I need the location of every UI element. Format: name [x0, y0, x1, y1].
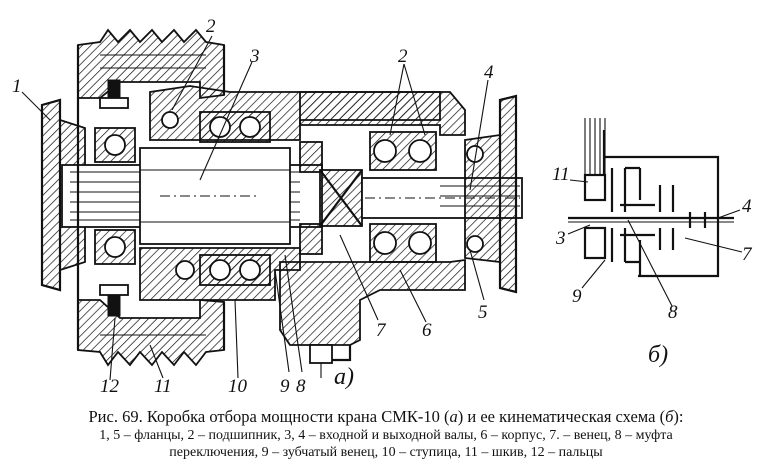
label-gear-rim: 9 [280, 376, 290, 397]
caption-legend-line-2: переключения, 9 – зубчатый венец, 10 – с… [169, 445, 603, 460]
label-b-gear-rim: 9 [572, 286, 582, 307]
label-b-coupling: 8 [668, 302, 678, 323]
coupling [299, 141, 363, 255]
caption-title: Рис. 69. Коробка отбора мощности крана С… [88, 407, 684, 426]
label-output-shaft: 4 [484, 62, 494, 83]
label-bearing-top-left: 2 [206, 16, 216, 37]
caption-legend-line-1: 1, 5 – фланцы, 2 – подшипник, 3, 4 – вхо… [99, 428, 673, 443]
gearbox-drawing: 1 2 3 2 4 5 6 7 8 9 10 11 12 а) [12, 16, 753, 397]
view-letter-a: а) [334, 364, 354, 390]
leader-lines-a [21, 35, 489, 381]
label-crown: 7 [376, 320, 387, 341]
pulley-bottom [77, 299, 225, 367]
sectional-view-a: 1 2 3 2 4 5 6 7 8 9 10 11 12 а) [12, 16, 523, 397]
label-pulley: 11 [154, 376, 172, 397]
label-bearing-top-right: 2 [398, 46, 408, 67]
label-b-input-shaft: 3 [555, 228, 566, 249]
label-b-output-shaft: 4 [742, 196, 752, 217]
label-coupling: 8 [296, 376, 306, 397]
label-pins: 12 [100, 376, 120, 397]
figure-caption: Рис. 69. Коробка отбора мощности крана С… [0, 406, 772, 461]
label-b-pulley: 11 [552, 164, 570, 185]
label-flange-left: 1 [12, 76, 22, 97]
flange-right [464, 94, 518, 294]
label-hub: 10 [228, 376, 248, 397]
view-letter-b: б) [648, 342, 668, 368]
bearing-right-top [369, 131, 437, 171]
bearing-left-top [94, 127, 136, 163]
housing [279, 91, 466, 378]
kinematic-scheme-b: 11 4 3 7 9 8 б) [552, 118, 753, 368]
label-input-shaft: 3 [249, 46, 260, 67]
bearing-left-bottom [94, 229, 136, 265]
label-flange-right: 5 [478, 302, 488, 323]
input-shaft [61, 147, 323, 245]
label-housing: 6 [422, 320, 432, 341]
label-b-crown: 7 [742, 244, 753, 265]
bearing-right-bottom [369, 223, 437, 263]
pins [99, 79, 129, 317]
